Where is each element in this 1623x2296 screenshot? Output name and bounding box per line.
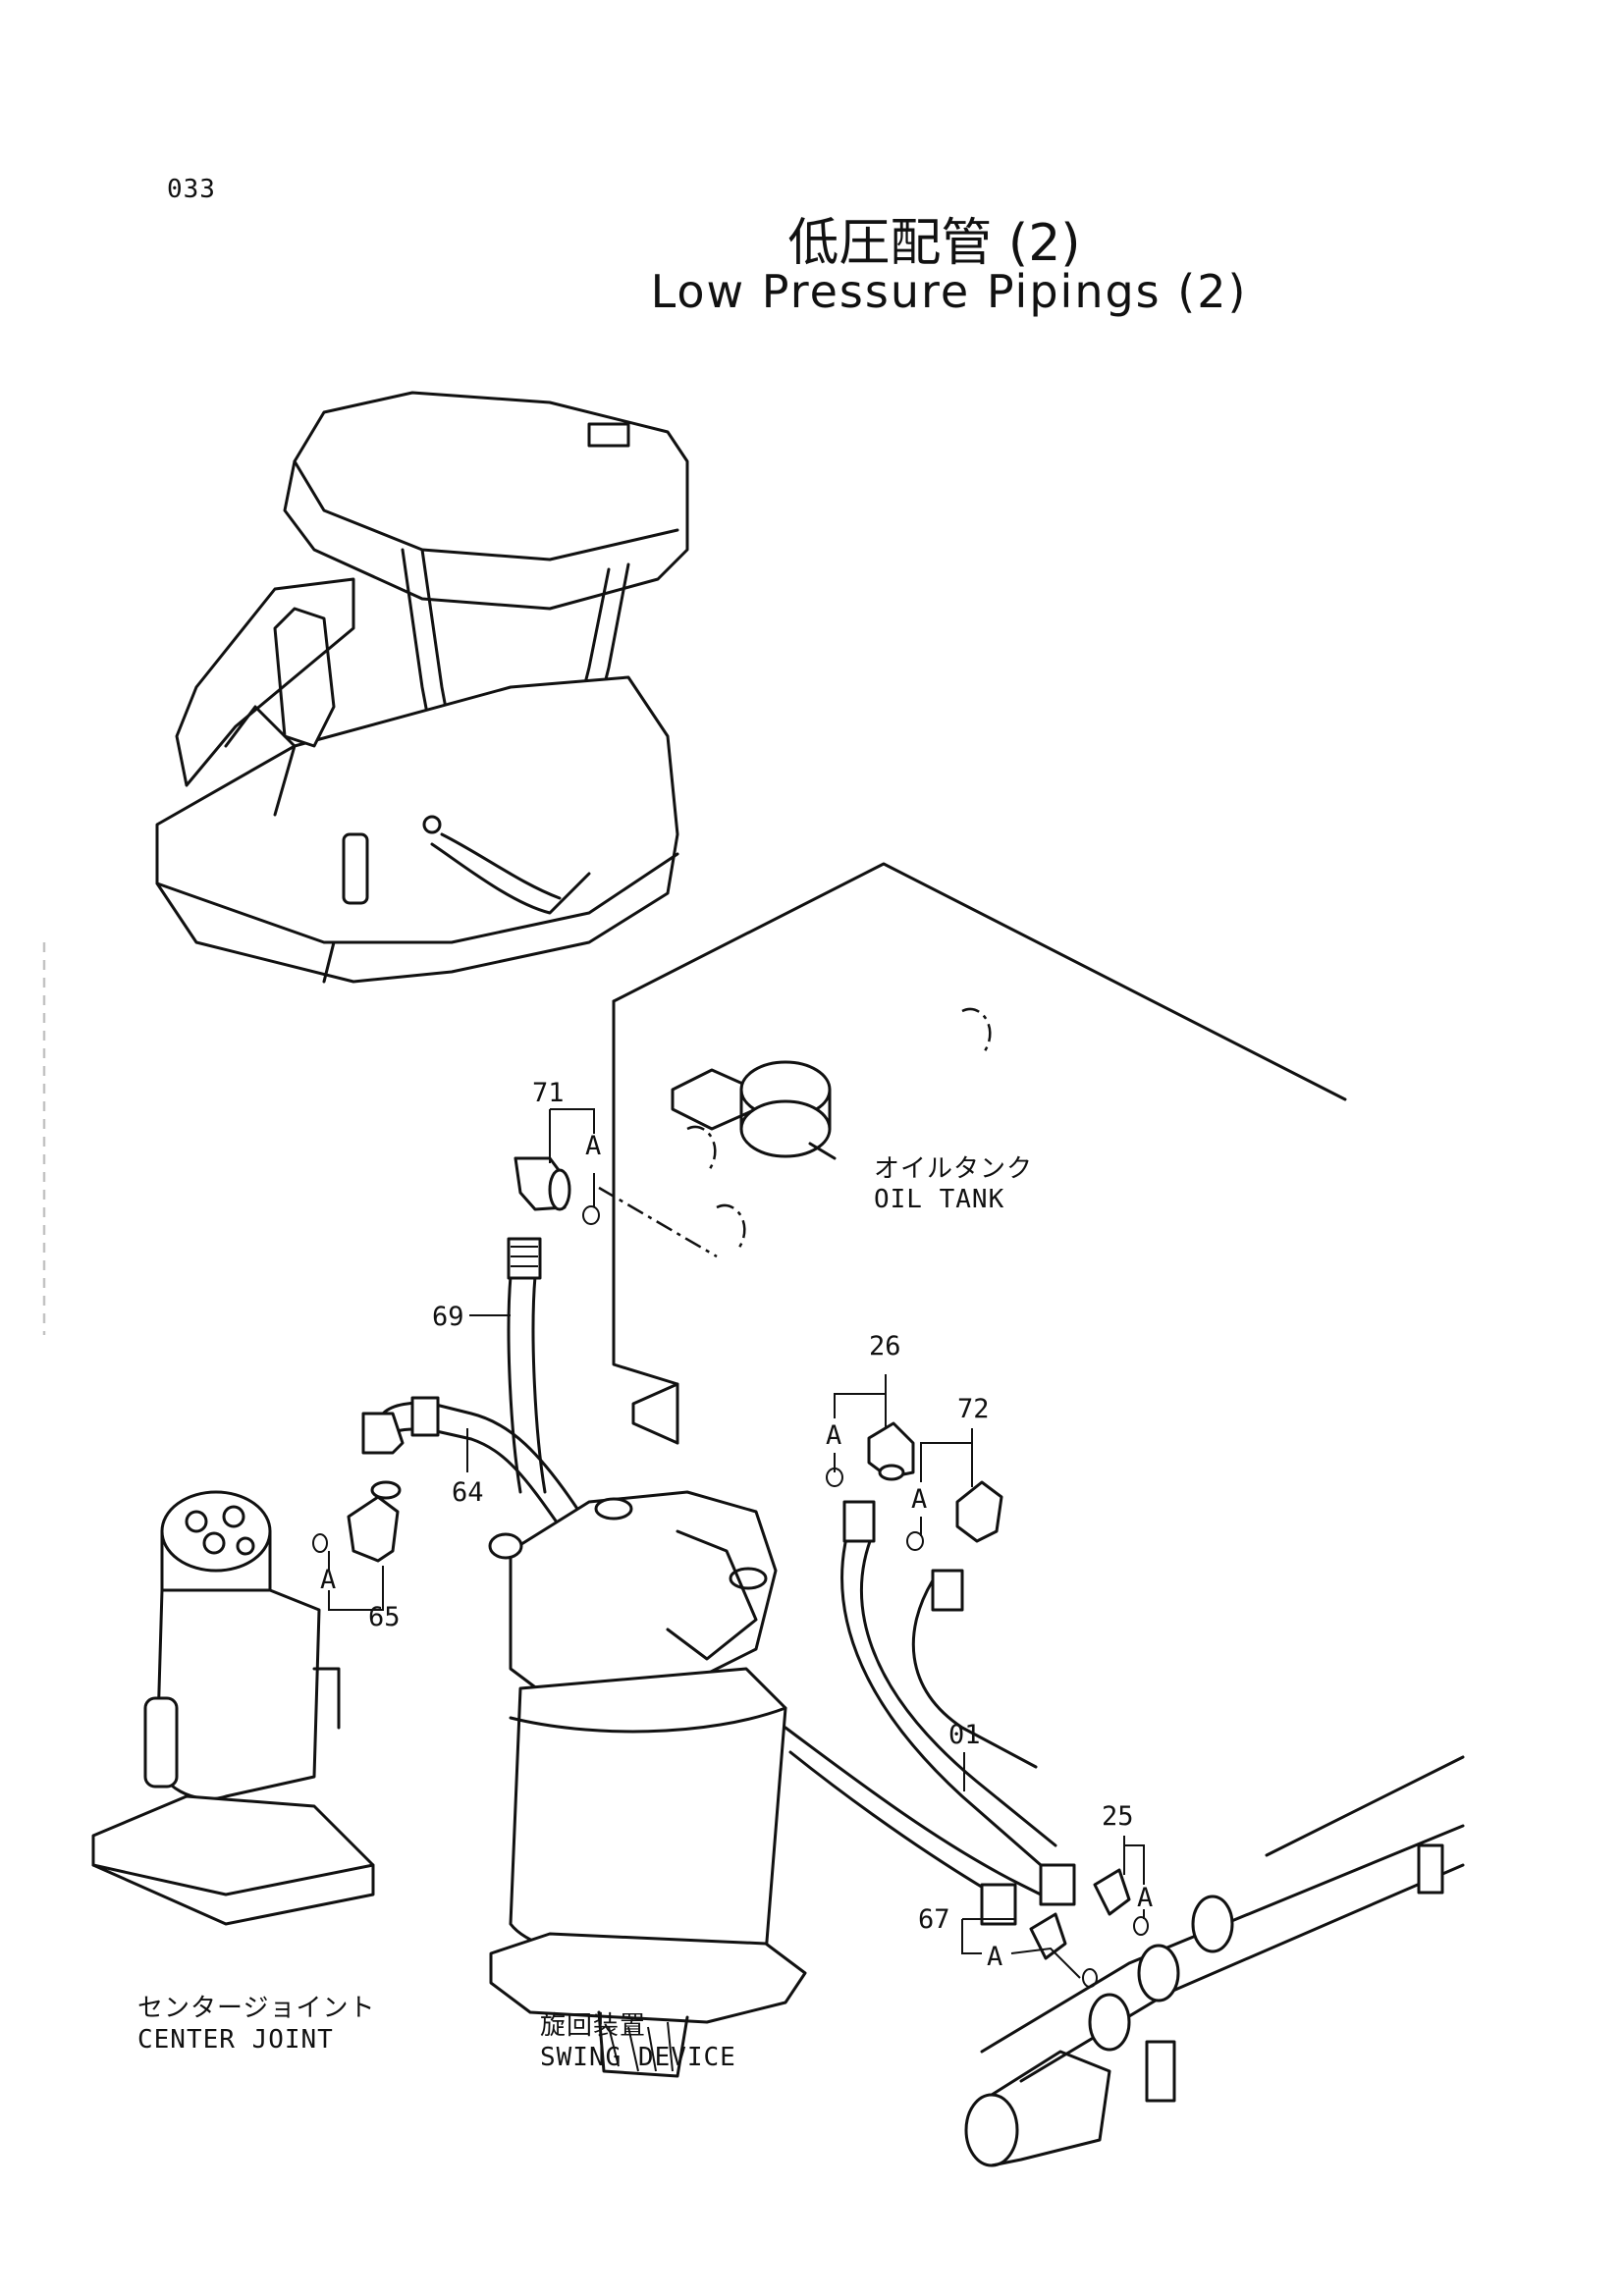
page-number: 033	[167, 175, 216, 204]
detail-mark-a: A	[826, 1420, 842, 1451]
hose-64	[361, 1396, 581, 1528]
oil-tank-outline	[598, 862, 1347, 1445]
center-joint-label-en: CENTER JOINT	[137, 2025, 334, 2055]
oil-tank-label-en: OIL TANK	[874, 1185, 1005, 1214]
callout-65: 65	[368, 1602, 401, 1632]
detail-mark-a: A	[320, 1565, 337, 1595]
page-title-english: Low Pressure Pipings (2)	[650, 265, 1248, 318]
hose-01	[784, 1510, 1057, 1906]
center-joint	[91, 1490, 375, 1926]
machine-overview	[155, 391, 689, 984]
detail-mark-a: A	[911, 1484, 928, 1515]
leader-lines	[328, 1108, 1145, 1979]
callout-64: 64	[452, 1477, 484, 1508]
callout-01: 01	[948, 1720, 981, 1750]
callout-67: 67	[918, 1904, 950, 1935]
callout-72: 72	[957, 1394, 990, 1424]
elbow-65	[312, 1480, 402, 1563]
detail-mark-a: A	[1137, 1883, 1154, 1913]
swing-device-label-jp: 旋回装置	[540, 2011, 647, 2041]
oil-tank-label-jp: オイルタンク	[874, 1154, 1034, 1184]
callout-26: 26	[869, 1331, 901, 1362]
swing-device	[488, 1490, 807, 2078]
fittings-26-72	[826, 1421, 1003, 1612]
manifold-pipes	[964, 1755, 1465, 2167]
callout-71: 71	[532, 1078, 565, 1108]
detail-mark-a: A	[585, 1131, 602, 1161]
callout-25: 25	[1102, 1801, 1134, 1832]
detail-mark-a: A	[987, 1942, 1003, 1972]
callout-69: 69	[432, 1302, 464, 1332]
elbow-71	[514, 1156, 600, 1225]
swing-device-label-en: SWING DEVICE	[540, 2043, 736, 2072]
page-title-japanese: 低圧配管 (2)	[787, 214, 1081, 273]
hose-69	[507, 1237, 547, 1494]
center-joint-label-jp: センタージョイント	[137, 1994, 376, 2023]
